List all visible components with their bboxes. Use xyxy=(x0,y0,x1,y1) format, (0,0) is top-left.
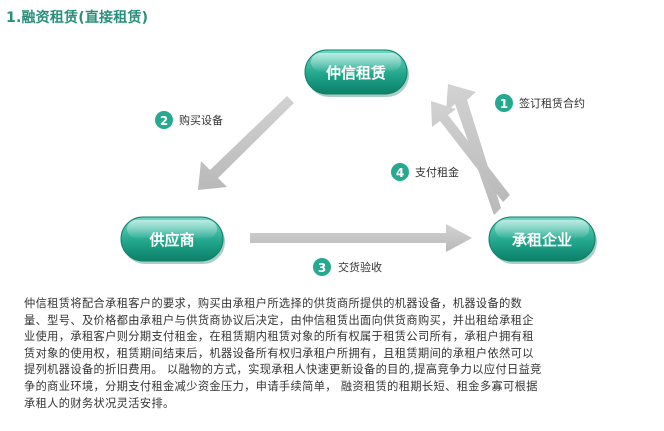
description-line: 赁对象的使用权，租赁期间结束后，机器设备所有权归承租户所拥有，且租赁期间的承租户… xyxy=(24,346,534,360)
node-left-label: 供应商 xyxy=(148,231,194,249)
node-supplier: 供应商 xyxy=(120,216,225,264)
step-3-number: 3 xyxy=(318,261,326,275)
step-4-number: 4 xyxy=(396,166,404,180)
step-1: 1 签订租赁合约 xyxy=(495,94,585,112)
arrow-delivery-acceptance xyxy=(250,224,472,252)
node-lessee-enterprise: 承租企业 xyxy=(488,216,597,264)
node-top-label: 仲信租赁 xyxy=(326,64,386,82)
description-line: 争的商业环境，分期支付租金减少资金压力，申请手续简单， 融资租赁的租期长短、租金… xyxy=(24,379,538,393)
step-3-label: 交货验收 xyxy=(338,260,382,274)
description-line: 提列机器设备的折旧费用。 以融物的方式，实现承租人快速更新设备的目的,提高竞争力… xyxy=(24,363,542,377)
step-1-label: 签订租赁合约 xyxy=(519,96,585,110)
step-2-number: 2 xyxy=(160,114,168,128)
step-1-badge xyxy=(495,94,513,112)
step-4: 4 支付租金 xyxy=(391,163,459,181)
step-2: 2 购买设备 xyxy=(155,111,223,129)
arrow-purchase-equipment xyxy=(198,96,294,190)
step-4-badge xyxy=(391,163,409,181)
step-3: 3 交货验收 xyxy=(313,258,382,276)
step-2-badge xyxy=(155,111,173,129)
description-paragraph: 仲信租赁将配合承租客户的要求，购买由承租户所选择的供货商所提供的机器设备，机器设… xyxy=(24,296,648,412)
step-2-label: 购买设备 xyxy=(179,113,223,127)
step-1-number: 1 xyxy=(500,97,508,111)
section-heading: 1.融资租赁(直接租赁) xyxy=(6,10,149,26)
lease-flow-diagram: 仲信租赁 供应商 承租企业 1 签订租赁合约 2 购买设备 3 交货验收 4 支… xyxy=(120,49,597,276)
node-zhongxin-leasing: 仲信租赁 xyxy=(304,49,409,97)
description-line: 仲信租赁将配合承租客户的要求，购买由承租户所选择的供货商所提供的机器设备，机器设… xyxy=(24,297,523,310)
node-right-label: 承租企业 xyxy=(512,231,572,249)
step-4-label: 支付租金 xyxy=(415,165,459,179)
arrow-pay-rent xyxy=(431,101,510,202)
description-line: 量、型号、及价格都由承租户与供货商协议后决定，由仲信租赁出面向供货商购买，并出租… xyxy=(24,313,534,327)
description-line: 承租人的财务状况灵活安排。 xyxy=(24,396,175,410)
step-3-badge xyxy=(313,258,331,276)
description-line: 业使用，承租客户则分期支付租金，在租赁期内租赁对象的所有权属于租赁公司所有，承租… xyxy=(24,330,534,344)
